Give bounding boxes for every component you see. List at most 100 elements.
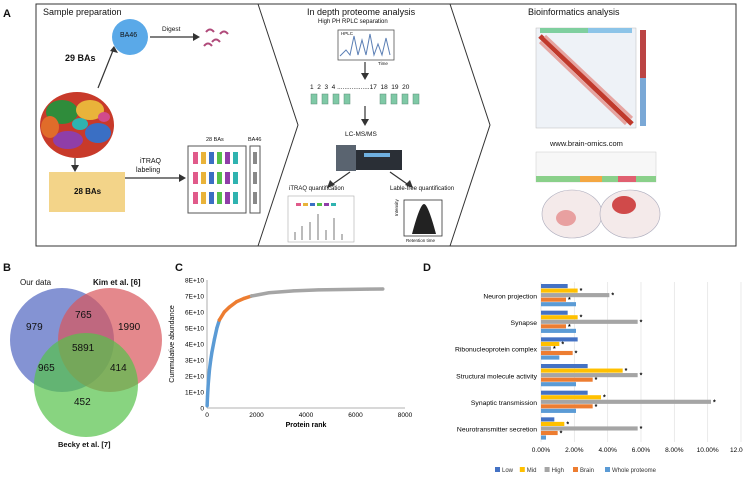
itraq-quant-label: iTRAQ quantification [289,186,345,192]
data-point [206,382,210,386]
bar-mid [541,341,560,346]
lcms-instrument [336,145,402,171]
category-label: Neurotransmitter secretion [457,427,537,434]
significance-star: * [640,319,643,326]
data-point [235,300,239,304]
legend-label-4: Whole proteome [612,468,657,474]
category-label: Synaptic transmission [471,400,537,407]
twentynine-bas-label: 29 BAs [65,53,96,63]
venn-label-becky: Becky et al. [7] [58,440,111,449]
digest-label: Digest [162,26,181,33]
labelfree-label: Lable-free quantification [390,186,455,192]
venn-count-becky-only: 452 [74,397,91,408]
fraction-tubes [310,93,420,105]
rplc-label: High PH RPLC separation [318,19,388,25]
plate-ba46-label: BA46 [248,137,262,143]
panel-a-letter: A [3,8,11,20]
y-tick-label: 5E+10 [185,326,204,333]
hplc-label: HPLC [341,31,354,36]
significance-star: * [566,421,569,428]
bar-high [541,319,638,324]
data-point [205,395,210,399]
sample-prep-title: Sample preparation [43,7,122,17]
legend-swatch-2 [544,467,550,472]
bar-brain [541,324,566,329]
bar-mid [541,368,623,373]
significance-star: * [561,341,564,348]
panel-c-letter: C [175,262,183,274]
proteome-title: In depth proteome analysis [307,7,416,17]
bar-whole-proteome [541,302,576,307]
data-point [215,326,219,330]
venn-label-kim: Kim et al. [6] [93,278,141,287]
category-label: Structural molecule activity [456,373,537,380]
significance-star: * [580,315,583,322]
significance-star: * [603,395,606,402]
legend-label-2: High [552,468,564,474]
bar-whole-proteome [541,382,576,387]
bar-low [541,417,555,422]
y-tick-label: 8E+10 [185,278,204,285]
panel-a-workflow [35,3,737,247]
bar-mid [541,288,578,293]
bar-brain [541,350,573,356]
data-point [316,288,320,292]
panel-b-letter: B [3,262,11,274]
y-tick-label: 0 [200,406,204,413]
peptide-squiggles [203,28,229,47]
x-tick-label: 12.00% [730,447,743,454]
data-point [267,291,271,295]
x-tick-label: 2000 [249,412,264,419]
data-point [249,294,254,298]
time-label: Time [378,61,388,66]
data-point [381,287,385,291]
data-point [222,310,226,314]
bar-low [541,284,568,289]
venn-label-ours: Our data [20,278,52,287]
x-tick-label: 4000 [299,412,314,419]
intensity-label: Intensity [394,199,399,216]
bar-whole-proteome [541,408,576,413]
bar-high [541,346,551,351]
venn-count-ours-becky: 965 [38,363,55,374]
bar-high [541,373,638,378]
venn-count-ours-only: 979 [26,322,43,333]
website-thumbnail [535,151,661,239]
significance-star: * [575,350,578,357]
bar-mid [541,421,565,426]
bar-high [541,426,638,431]
bar-brain [541,377,593,382]
significance-star: * [595,377,598,384]
legend-label-1: Mid [527,468,537,474]
significance-star: * [553,346,556,353]
data-point [341,287,345,292]
series-line-0 [205,318,222,408]
significance-star: * [640,373,643,380]
significance-star: * [568,324,571,331]
bar-high [541,293,610,298]
venn-count-kim-only: 1990 [118,322,141,333]
separator-chevron-2 [449,3,491,247]
category-label: Ribonucleoprotein complex [455,347,538,354]
data-point [205,404,209,408]
legend-label-0: Low [502,468,514,474]
go-enrichment-chart: 0.00%2.00%4.00%6.00%8.00%10.00%12.00%Neu… [455,282,743,474]
venn-diagram [10,288,162,437]
twentyeight-bas-label: 28 BAs [74,187,102,196]
legend-swatch-0 [495,467,500,472]
bar-whole-proteome [541,355,560,360]
cumulative-abundance-chart: 01E+102E+103E+104E+105E+106E+107E+108E+1… [169,278,413,430]
bar-brain [541,430,558,436]
bar-whole-proteome [541,328,576,333]
itraq-reporter-colors [296,203,336,206]
x-tick-label: 0 [205,412,209,419]
bar-low [541,310,568,315]
venn-becky [34,333,138,437]
bar-brain [541,404,593,409]
venn-count-ours-kim: 765 [75,310,92,321]
y-tick-label: 1E+10 [185,390,204,397]
itraq-label: iTRAQ [140,158,161,165]
y-tick-label: 3E+10 [185,358,204,365]
itraq-spectrum [287,195,355,243]
data-point [210,350,214,354]
